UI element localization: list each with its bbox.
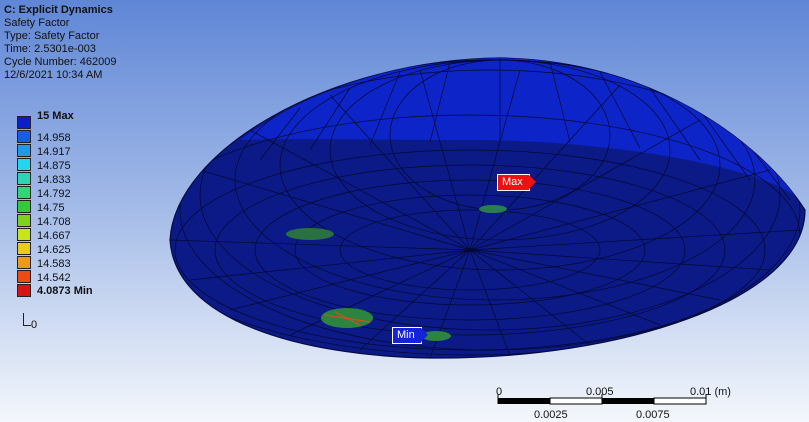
legend-tick	[23, 313, 24, 325]
legend-level-label: 14.917	[37, 146, 71, 158]
scale-label-00075: 0.0075	[636, 409, 670, 421]
scale-ruler: 0 0.005 0.01 (m) 0.0025 0.0075	[490, 386, 731, 422]
legend-level-label: 14.667	[37, 230, 71, 242]
legend-level-label: 14.958	[37, 132, 71, 144]
color-legend[interactable]: 15 Max 14.958 14.917 14.875 14.833 14.792 14.7…	[17, 110, 147, 336]
result-date: 12/6/2021 10:34 AM	[4, 69, 103, 81]
patch-4	[421, 331, 451, 341]
scale-seg-3	[602, 398, 654, 404]
max-probe-label[interactable]: Max	[497, 174, 536, 191]
legend-level-label: 14.875	[37, 160, 71, 172]
legend-level-label: 14.542	[37, 272, 71, 284]
legend-swatch	[17, 228, 31, 241]
scale-seg-4	[653, 397, 707, 405]
legend-swatch	[17, 200, 31, 213]
cycle-number: Cycle Number: 462009	[4, 56, 117, 68]
scale-label-0005: 0.005	[586, 386, 614, 398]
legend-swatch	[17, 284, 31, 297]
result-info: C: Explicit Dynamics Safety Factor Type:…	[4, 4, 117, 82]
legend-level-label: 14.833	[37, 174, 71, 186]
legend-min-label: 4.0873 Min	[37, 285, 93, 297]
legend-swatch	[17, 214, 31, 227]
legend-swatch	[17, 116, 31, 129]
scale-label-00025: 0.0025	[534, 409, 568, 421]
scale-label-0: 0	[496, 386, 503, 398]
system-title: C: Explicit Dynamics	[4, 4, 113, 16]
legend-level-label: 14.625	[37, 244, 71, 256]
legend-level-label: 14.75	[37, 202, 65, 214]
legend-level-label: 14.792	[37, 188, 71, 200]
scale-label-001: 0.01 (m)	[690, 386, 731, 398]
legend-swatch	[17, 270, 31, 283]
legend-max-label: 15 Max	[37, 110, 74, 122]
legend-swatch	[17, 186, 31, 199]
legend-zero-label: 0	[31, 319, 38, 331]
legend-swatch	[17, 256, 31, 269]
legend-swatch	[17, 130, 31, 143]
patch-1	[286, 228, 334, 240]
result-type: Type: Safety Factor	[4, 30, 100, 42]
legend-level-label: 14.708	[37, 216, 71, 228]
legend-level-label: 14.583	[37, 258, 71, 270]
legend-swatch	[17, 144, 31, 157]
mesh-lines	[170, 58, 801, 359]
legend-swatch	[17, 242, 31, 255]
result-name: Safety Factor	[4, 17, 70, 29]
result-time: Time: 2.5301e-003	[4, 43, 96, 55]
legend-swatch	[17, 172, 31, 185]
legend-tick-end	[23, 325, 31, 326]
patch-2	[479, 205, 507, 213]
min-probe-label[interactable]: Min	[392, 327, 428, 344]
scale-seg-1	[498, 398, 550, 404]
legend-swatch	[17, 158, 31, 171]
scale-seg-2	[549, 397, 603, 405]
